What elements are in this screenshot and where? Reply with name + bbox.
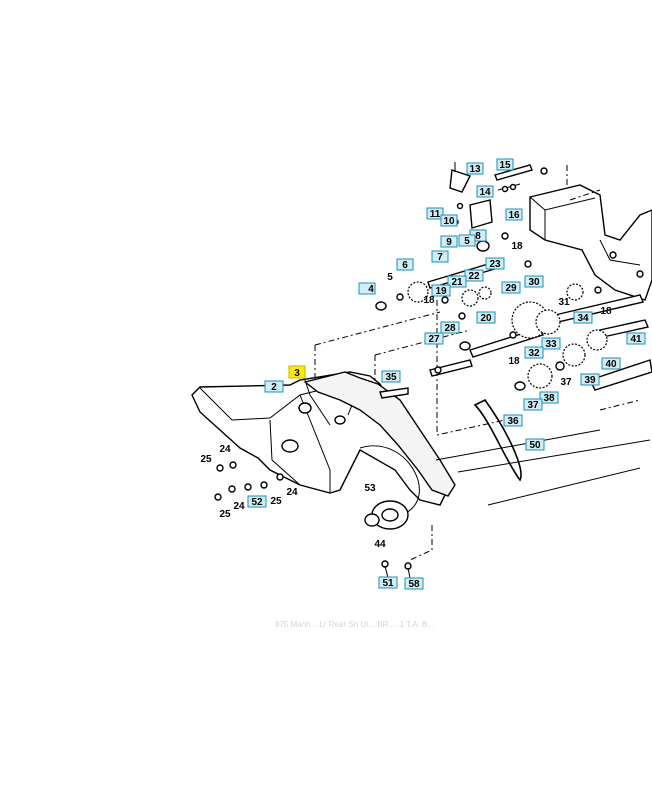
svg-text:35: 35: [385, 372, 397, 383]
callout-13[interactable]: 13: [466, 162, 484, 175]
callout-30[interactable]: 30: [524, 275, 544, 288]
callout-2[interactable]: 2: [264, 380, 284, 393]
callout-39[interactable]: 39: [580, 373, 600, 386]
svg-text:13: 13: [469, 164, 481, 175]
footer-faint-text: 875 Manh... Lr Rear Sn Ut... BR ... 1 T.…: [275, 620, 434, 629]
callout-41[interactable]: 41: [626, 332, 646, 345]
svg-text:7: 7: [437, 252, 443, 263]
chain-case: [303, 371, 456, 530]
callout-35[interactable]: 35: [381, 370, 401, 383]
callout-33[interactable]: 33: [541, 337, 561, 350]
label-24: 24: [233, 501, 245, 512]
svg-text:39: 39: [584, 375, 596, 386]
label-25: 25: [219, 509, 231, 520]
svg-text:6: 6: [402, 260, 408, 271]
callout-14[interactable]: 14: [476, 185, 494, 198]
svg-text:37: 37: [527, 400, 539, 411]
svg-text:36: 36: [507, 416, 519, 427]
svg-text:10: 10: [443, 216, 455, 227]
callout-6[interactable]: 6: [396, 258, 414, 271]
svg-text:33: 33: [545, 339, 557, 350]
svg-text:2: 2: [271, 382, 277, 393]
callout-36[interactable]: 36: [503, 414, 523, 427]
callout-40[interactable]: 40: [601, 357, 621, 370]
svg-text:34: 34: [577, 313, 589, 324]
svg-text:14: 14: [479, 187, 491, 198]
callout-58[interactable]: 58: [404, 577, 424, 590]
callout-51[interactable]: 51: [378, 576, 398, 589]
callout-22[interactable]: 22: [464, 269, 484, 282]
callout-16[interactable]: 16: [505, 208, 523, 221]
svg-text:52: 52: [251, 497, 263, 508]
callout-labels: 13 15 14 11 10 16 8 9 5 7 6 23 22 21 29 …: [247, 158, 646, 590]
svg-text:8: 8: [475, 231, 481, 242]
svg-text:41: 41: [630, 334, 642, 345]
svg-text:15: 15: [499, 160, 511, 171]
label-18: 18: [600, 306, 612, 317]
label-18: 18: [508, 356, 520, 367]
svg-text:40: 40: [605, 359, 617, 370]
svg-text:4: 4: [368, 284, 374, 295]
transmission-housing: [529, 184, 652, 301]
gears: [407, 281, 608, 389]
callout-50[interactable]: 50: [525, 438, 545, 451]
callout-34[interactable]: 34: [573, 311, 593, 324]
svg-text:58: 58: [408, 579, 420, 590]
svg-text:30: 30: [528, 277, 540, 288]
small-parts: [214, 162, 602, 579]
svg-text:50: 50: [529, 440, 541, 451]
label-37: 37: [560, 377, 572, 388]
label-44: 44: [374, 539, 386, 550]
callout-23[interactable]: 23: [485, 257, 505, 270]
svg-text:51: 51: [382, 578, 394, 589]
callout-15[interactable]: 15: [496, 158, 514, 171]
callout-29[interactable]: 29: [501, 281, 521, 294]
svg-text:20: 20: [480, 313, 492, 324]
callout-27[interactable]: 27: [424, 332, 444, 345]
callout-19[interactable]: 19: [431, 284, 451, 297]
svg-text:22: 22: [468, 271, 480, 282]
callout-9[interactable]: 9: [440, 235, 458, 248]
label-5: 5: [387, 272, 393, 283]
svg-text:19: 19: [435, 286, 447, 297]
svg-text:11: 11: [430, 209, 441, 220]
callout-20[interactable]: 20: [476, 311, 496, 324]
callout-37[interactable]: 37: [523, 398, 543, 411]
plain-labels: 5 18 18 31 18 18 37 25 24 53 24 25 24 25…: [200, 241, 612, 550]
svg-text:29: 29: [505, 283, 517, 294]
callout-21[interactable]: 21: [447, 275, 467, 288]
callout-52[interactable]: 52: [247, 495, 267, 508]
callout-32[interactable]: 32: [524, 346, 544, 359]
svg-text:32: 32: [528, 348, 540, 359]
label-24: 24: [219, 444, 231, 455]
callout-38[interactable]: 38: [539, 391, 559, 404]
callout-10[interactable]: 10: [440, 214, 458, 227]
label-25: 25: [270, 496, 282, 507]
callout-3-highlighted[interactable]: 3: [288, 365, 306, 379]
svg-text:27: 27: [428, 334, 440, 345]
label-24: 24: [286, 487, 298, 498]
label-25: 25: [200, 454, 212, 465]
svg-text:28: 28: [444, 323, 456, 334]
drive-belt: [473, 398, 522, 482]
label-18: 18: [423, 295, 435, 306]
svg-text:16: 16: [508, 210, 520, 221]
label-53: 53: [364, 483, 376, 494]
svg-text:3: 3: [294, 368, 300, 379]
svg-text:9: 9: [446, 237, 452, 248]
callout-4[interactable]: 4: [358, 282, 376, 295]
callout-5[interactable]: 5: [458, 234, 476, 247]
callout-28[interactable]: 28: [440, 321, 460, 334]
label-31: 31: [558, 297, 570, 308]
svg-text:38: 38: [543, 393, 555, 404]
svg-text:5: 5: [464, 236, 470, 247]
svg-text:21: 21: [451, 277, 463, 288]
label-18: 18: [511, 241, 523, 252]
assembly-lines: [314, 165, 651, 561]
svg-text:23: 23: [489, 259, 501, 270]
callout-7[interactable]: 7: [431, 250, 449, 263]
callout-11[interactable]: 11: [426, 207, 444, 220]
